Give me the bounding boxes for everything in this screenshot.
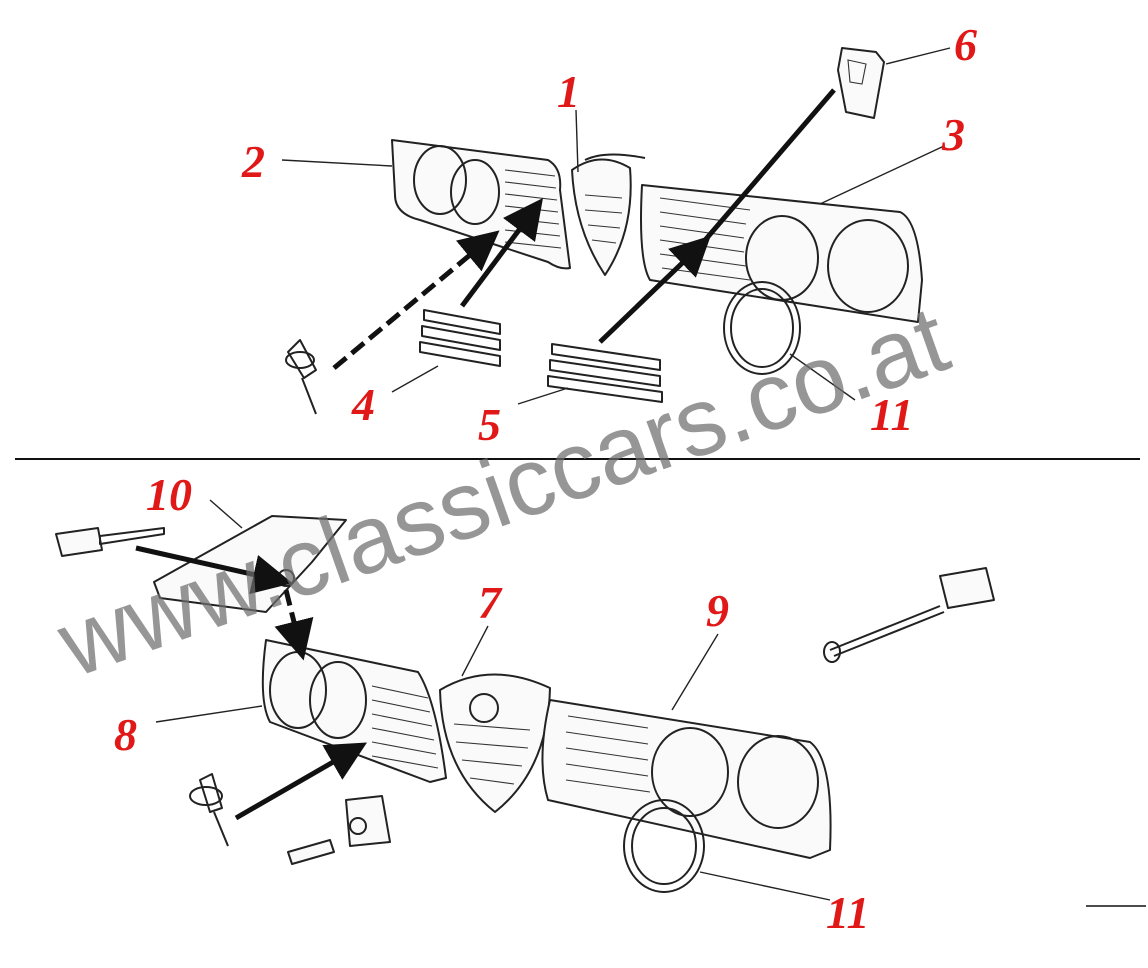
lower-rivet-left [55, 527, 165, 557]
upper-trim-strips-left [419, 309, 501, 367]
lower-clip-bottom [345, 795, 391, 847]
callout-11-lower: 11 [826, 887, 869, 938]
leader-lines [155, 47, 951, 901]
lower-arrows [135, 545, 367, 821]
upper-left-grille-half [391, 139, 571, 270]
callout-9: 9 [706, 585, 729, 636]
callout-7: 7 [478, 577, 503, 628]
upper-headlamp-ring [723, 281, 801, 375]
lower-nut-right [939, 567, 995, 609]
lower-screw-bottom [287, 839, 335, 865]
callout-numbers: 1 2 3 4 5 6 7 8 9 10 11 11 [114, 19, 977, 938]
upper-arrows [332, 88, 836, 370]
callout-11-upper: 11 [870, 389, 913, 440]
callout-10: 10 [146, 469, 192, 520]
callout-2: 2 [241, 136, 265, 187]
upper-trim-strips-right [547, 343, 663, 403]
lower-left-grille-half [261, 639, 447, 783]
lower-center-shield-grille [439, 673, 551, 813]
upper-center-shield-grille [571, 153, 646, 276]
upper-rivet [285, 339, 317, 415]
upper-clip [837, 47, 885, 119]
callout-1: 1 [557, 66, 580, 117]
lower-bolt-right [823, 605, 945, 663]
lower-rivet-bottom [189, 773, 229, 847]
lower-headlamp-ring [623, 799, 705, 893]
callout-8: 8 [114, 709, 137, 760]
callout-3: 3 [941, 109, 965, 160]
callout-5: 5 [478, 399, 501, 450]
lower-right-grille-half [541, 699, 832, 859]
callout-6: 6 [954, 19, 977, 70]
callout-4: 4 [351, 379, 375, 430]
